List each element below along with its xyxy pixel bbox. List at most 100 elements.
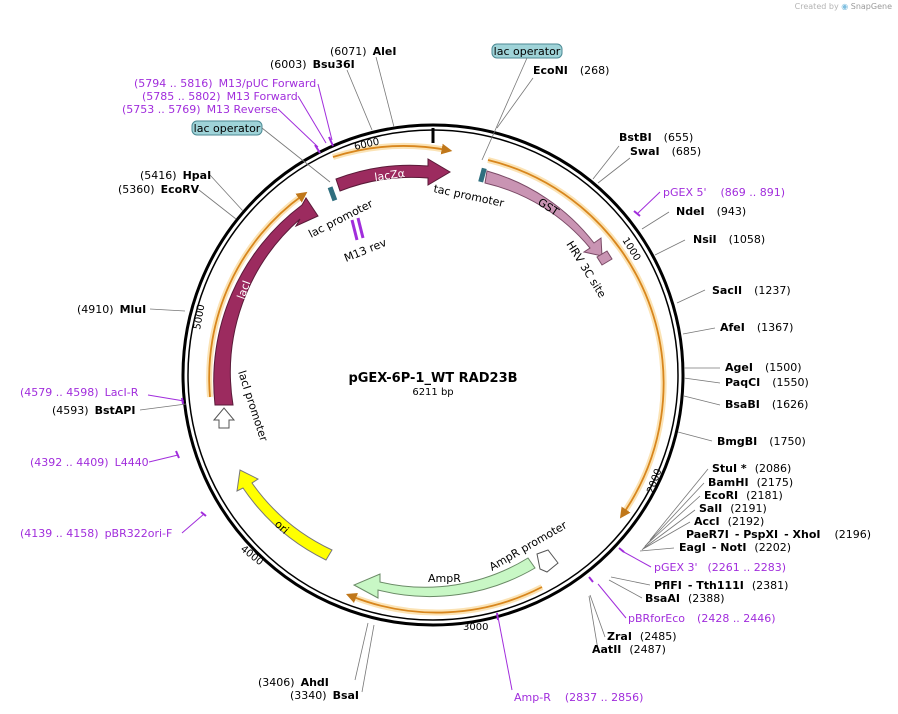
enzyme-sacii: SacII(1237): [712, 284, 791, 297]
svg-text:SacII(1237): SacII(1237): [712, 284, 791, 297]
feature-hrv: [596, 250, 613, 266]
svg-text:(4392 .. 4409)L4440: (4392 .. 4409)L4440: [30, 456, 149, 469]
svg-text:(4593)BstAPI: (4593)BstAPI: [52, 404, 135, 417]
primer-ampr: Amp-R(2837 .. 2856): [514, 691, 643, 704]
svg-text:(6071)AleI: (6071)AleI: [330, 45, 396, 58]
svg-text:BmgBI(1750): BmgBI(1750): [717, 435, 806, 448]
svg-text:PaeR7I- PspXI- XhoI(2196): PaeR7I- PspXI- XhoI(2196): [686, 528, 871, 541]
enzyme-aatii: AatII(2487): [592, 643, 666, 656]
feature-laci-promoter-arrow: [212, 407, 236, 429]
feature-lac-operator-right: [478, 167, 487, 183]
svg-text:AatII(2487): AatII(2487): [592, 643, 666, 656]
primer-ticks: [175, 136, 641, 621]
feature-lac-operator-left: [327, 186, 338, 202]
primer-m13fwd: (5785 .. 5802)M13 Forward: [142, 90, 298, 103]
svg-text:BamHI(2175): BamHI(2175): [708, 476, 793, 489]
lac-operator-left-label: lac operator: [194, 122, 261, 135]
credit-prefix: Created by: [794, 2, 839, 11]
feature-ori: [236, 469, 333, 561]
svg-text:BsaBI(1626): BsaBI(1626): [725, 398, 808, 411]
plasmid-name: pGEX-6P-1_WT RAD23B: [348, 371, 517, 386]
enzyme-alei: (6071)AleI: [330, 45, 396, 58]
svg-text:SalI(2191): SalI(2191): [699, 502, 767, 515]
enzyme-nsii: NsiI(1058): [693, 233, 765, 246]
enzyme-pflfi: PflFI- Tth111I(2381): [654, 579, 788, 592]
primer-lacir: (4579 .. 4598)LacI-R: [20, 386, 139, 399]
svg-text:PaqCI(1550): PaqCI(1550): [725, 376, 809, 389]
feature-ampr: [352, 557, 536, 599]
svg-text:(6003)Bsu36I: (6003)Bsu36I: [270, 58, 355, 71]
feature-lacza: [335, 158, 451, 192]
feature-laci: [213, 197, 319, 406]
svg-text:(4579 .. 4598)LacI-R: (4579 .. 4598)LacI-R: [20, 386, 139, 399]
tick-3000: 3000: [463, 622, 488, 633]
svg-text:(3340)BsaI: (3340)BsaI: [290, 689, 359, 702]
enzyme-agei: AgeI(1500): [725, 361, 802, 374]
orf-arc-laci-line: [208, 191, 308, 398]
svg-text:StuI *(2086): StuI *(2086): [712, 462, 791, 475]
lac-operator-callout-left: lac operator: [191, 120, 331, 183]
enzyme-acci: AccI(2192): [694, 515, 764, 528]
enzyme-bmgbi: BmgBI(1750): [717, 435, 806, 448]
svg-text:(5416)HpaI: (5416)HpaI: [140, 169, 211, 182]
orf-arc-gst-line: [487, 159, 665, 519]
enzyme-stui: StuI *(2086): [712, 462, 791, 475]
svg-text:EcoRI(2181): EcoRI(2181): [704, 489, 783, 502]
feature-tac-promoter-label: tac promoter: [432, 182, 505, 210]
feature-laci-label: lacI: [235, 279, 254, 301]
enzyme-bsu36i: (6003)Bsu36I: [270, 58, 355, 71]
feature-lac-promoter-label: lac promoter: [306, 197, 375, 241]
backbone-outer: [181, 123, 685, 627]
lac-operator-top-label: lac operator: [494, 45, 561, 58]
leader-lines: [139, 56, 721, 693]
enzyme-bsaai: BsaAI(2388): [645, 592, 725, 605]
primer-leaders: [147, 83, 661, 691]
feature-lacza-label: lacZα: [374, 167, 406, 184]
svg-text:(3406)AhdI: (3406)AhdI: [258, 676, 329, 689]
enzyme-hpai: (5416)HpaI: [140, 169, 211, 182]
plasmid-size: 6211 bp: [412, 387, 453, 398]
enzyme-bstapi: (4593)BstAPI: [52, 404, 135, 417]
svg-text:pGEX 3'(2261 .. 2283): pGEX 3'(2261 .. 2283): [654, 561, 786, 574]
svg-text:(5753 .. 5769)M13 Reverse: (5753 .. 5769)M13 Reverse: [122, 103, 278, 116]
svg-text:pBRforEco(2428 .. 2446): pBRforEco(2428 .. 2446): [628, 612, 776, 625]
snapgene-credit: Created by ◉ SnapGene: [795, 2, 892, 11]
feature-ampr-promoter-arrow: [536, 549, 559, 573]
orf-arc-lacza-line: [332, 143, 453, 158]
feature-laci-promoter-label: lacI promoter: [235, 369, 270, 443]
enzyme-bsabi: BsaBI(1626): [725, 398, 808, 411]
svg-text:SwaI(685): SwaI(685): [630, 145, 701, 158]
svg-text:(5785 .. 5802)M13 Forward: (5785 .. 5802)M13 Forward: [142, 90, 298, 103]
svg-text:AccI(2192): AccI(2192): [694, 515, 764, 528]
svg-text:AgeI(1500): AgeI(1500): [725, 361, 802, 374]
enzyme-zrai: ZraI(2485): [607, 630, 677, 643]
tick-5000: 5000: [192, 304, 207, 331]
svg-text:BsaAI(2388): BsaAI(2388): [645, 592, 725, 605]
feature-m13rev-label: M13 rev: [342, 236, 389, 265]
svg-text:ZraI(2485): ZraI(2485): [607, 630, 677, 643]
primer-pbr322ori: (4139 .. 4158)pBR322ori-F: [20, 527, 172, 540]
enzyme-paer7i: PaeR7I- PspXI- XhoI(2196): [686, 528, 871, 541]
svg-text:NsiI(1058): NsiI(1058): [693, 233, 765, 246]
credit-brand: SnapGene: [850, 2, 892, 11]
enzyme-afei: AfeI(1367): [720, 321, 793, 334]
primer-pbrforeco: pBRforEco(2428 .. 2446): [628, 612, 776, 625]
svg-text:(4910)MluI: (4910)MluI: [77, 303, 146, 316]
svg-text:PflFI- Tth111I(2381): PflFI- Tth111I(2381): [654, 579, 788, 592]
orf-arc-ampr-line: [345, 586, 543, 614]
svg-text:pGEX 5'(869 .. 891): pGEX 5'(869 .. 891): [663, 186, 785, 199]
svg-text:EcoNI(268): EcoNI(268): [533, 64, 609, 77]
svg-text:BstBI(655): BstBI(655): [619, 131, 693, 144]
enzyme-ecorv: (5360)EcoRV: [118, 183, 200, 196]
svg-text:NdeI(943): NdeI(943): [676, 205, 746, 218]
snapgene-logo-icon: ◉: [841, 2, 849, 11]
primer-pgex5: pGEX 5'(869 .. 891): [663, 186, 785, 199]
lac-operator-callout-top: lac operator: [481, 43, 563, 161]
primer-m13puc: (5794 .. 5816)M13/pUC Forward: [134, 77, 316, 90]
enzyme-sali: SalI(2191): [699, 502, 767, 515]
enzyme-eagi: EagI- NotI(2202): [679, 541, 791, 554]
svg-text:(5794 .. 5816)M13/pUC Forward: (5794 .. 5816)M13/pUC Forward: [134, 77, 316, 90]
svg-text:(4139 .. 4158)pBR322ori-F: (4139 .. 4158)pBR322ori-F: [20, 527, 172, 540]
enzyme-econi: EcoNI(268): [533, 64, 609, 77]
